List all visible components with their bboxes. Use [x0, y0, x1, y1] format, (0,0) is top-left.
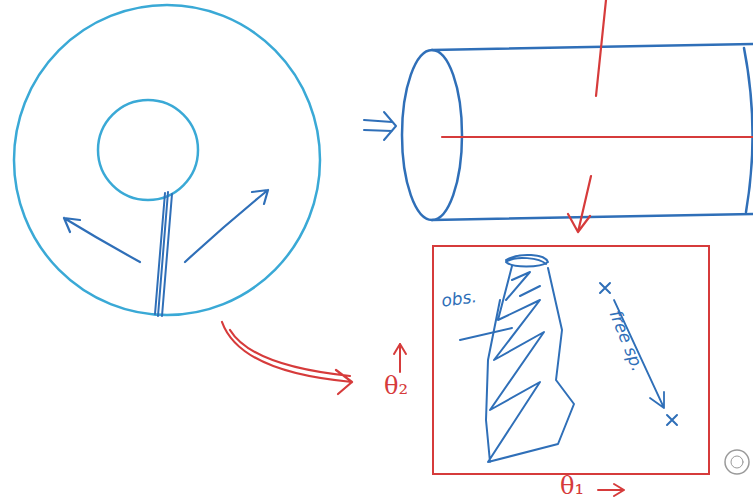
emblem	[725, 450, 749, 474]
cylinder-side	[432, 44, 753, 220]
start-mark	[600, 283, 610, 293]
leader-line	[460, 328, 512, 340]
outer-circle	[14, 5, 320, 315]
goal-mark	[667, 415, 677, 425]
axis-label: θ₂	[384, 372, 408, 400]
right-arrow	[185, 190, 268, 262]
inner-circle	[98, 100, 198, 200]
cylinder-end	[402, 50, 462, 220]
axis-arrow	[394, 344, 406, 372]
obstacle-scribble	[486, 255, 574, 462]
left-arrow	[64, 218, 140, 262]
cylinder-seam	[442, 136, 753, 138]
region-label: obs.	[440, 286, 478, 311]
implies-symbol	[364, 112, 396, 140]
cut-line	[155, 192, 172, 316]
region-label: free sp.	[605, 307, 648, 374]
map-arrow	[222, 322, 352, 394]
cut-marker	[568, 0, 606, 232]
config-space-box: obs. free sp.	[432, 245, 710, 475]
axis-arrow	[598, 484, 624, 496]
cylinder-far-end	[744, 48, 753, 212]
axis-label: θ₁	[560, 472, 584, 500]
emblem	[731, 456, 743, 468]
